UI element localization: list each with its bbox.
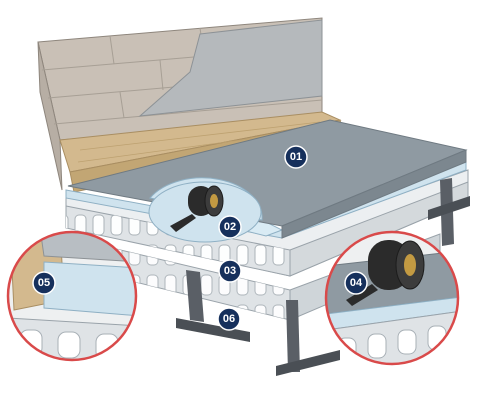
callout-03: 03 [218,259,242,283]
callout-03-label: 03 [224,265,236,277]
callout-02: 02 [218,215,242,239]
callout-06-label: 06 [223,313,235,325]
detail-circle-left [6,230,138,362]
callout-04: 04 [344,271,368,295]
steel-beams [176,178,470,376]
tape-roll [170,185,224,232]
hollowcore-plank [65,169,469,321]
callout-01-label: 01 [290,151,302,163]
callout-02-label: 02 [224,221,236,233]
callout-01: 01 [284,145,308,169]
callout-05-label: 05 [38,277,50,289]
callout-04-label: 04 [350,277,363,289]
callout-05: 05 [32,271,56,295]
block-wall [37,17,323,191]
callout-06: 06 [217,307,241,331]
detail-circle-right [324,230,460,366]
